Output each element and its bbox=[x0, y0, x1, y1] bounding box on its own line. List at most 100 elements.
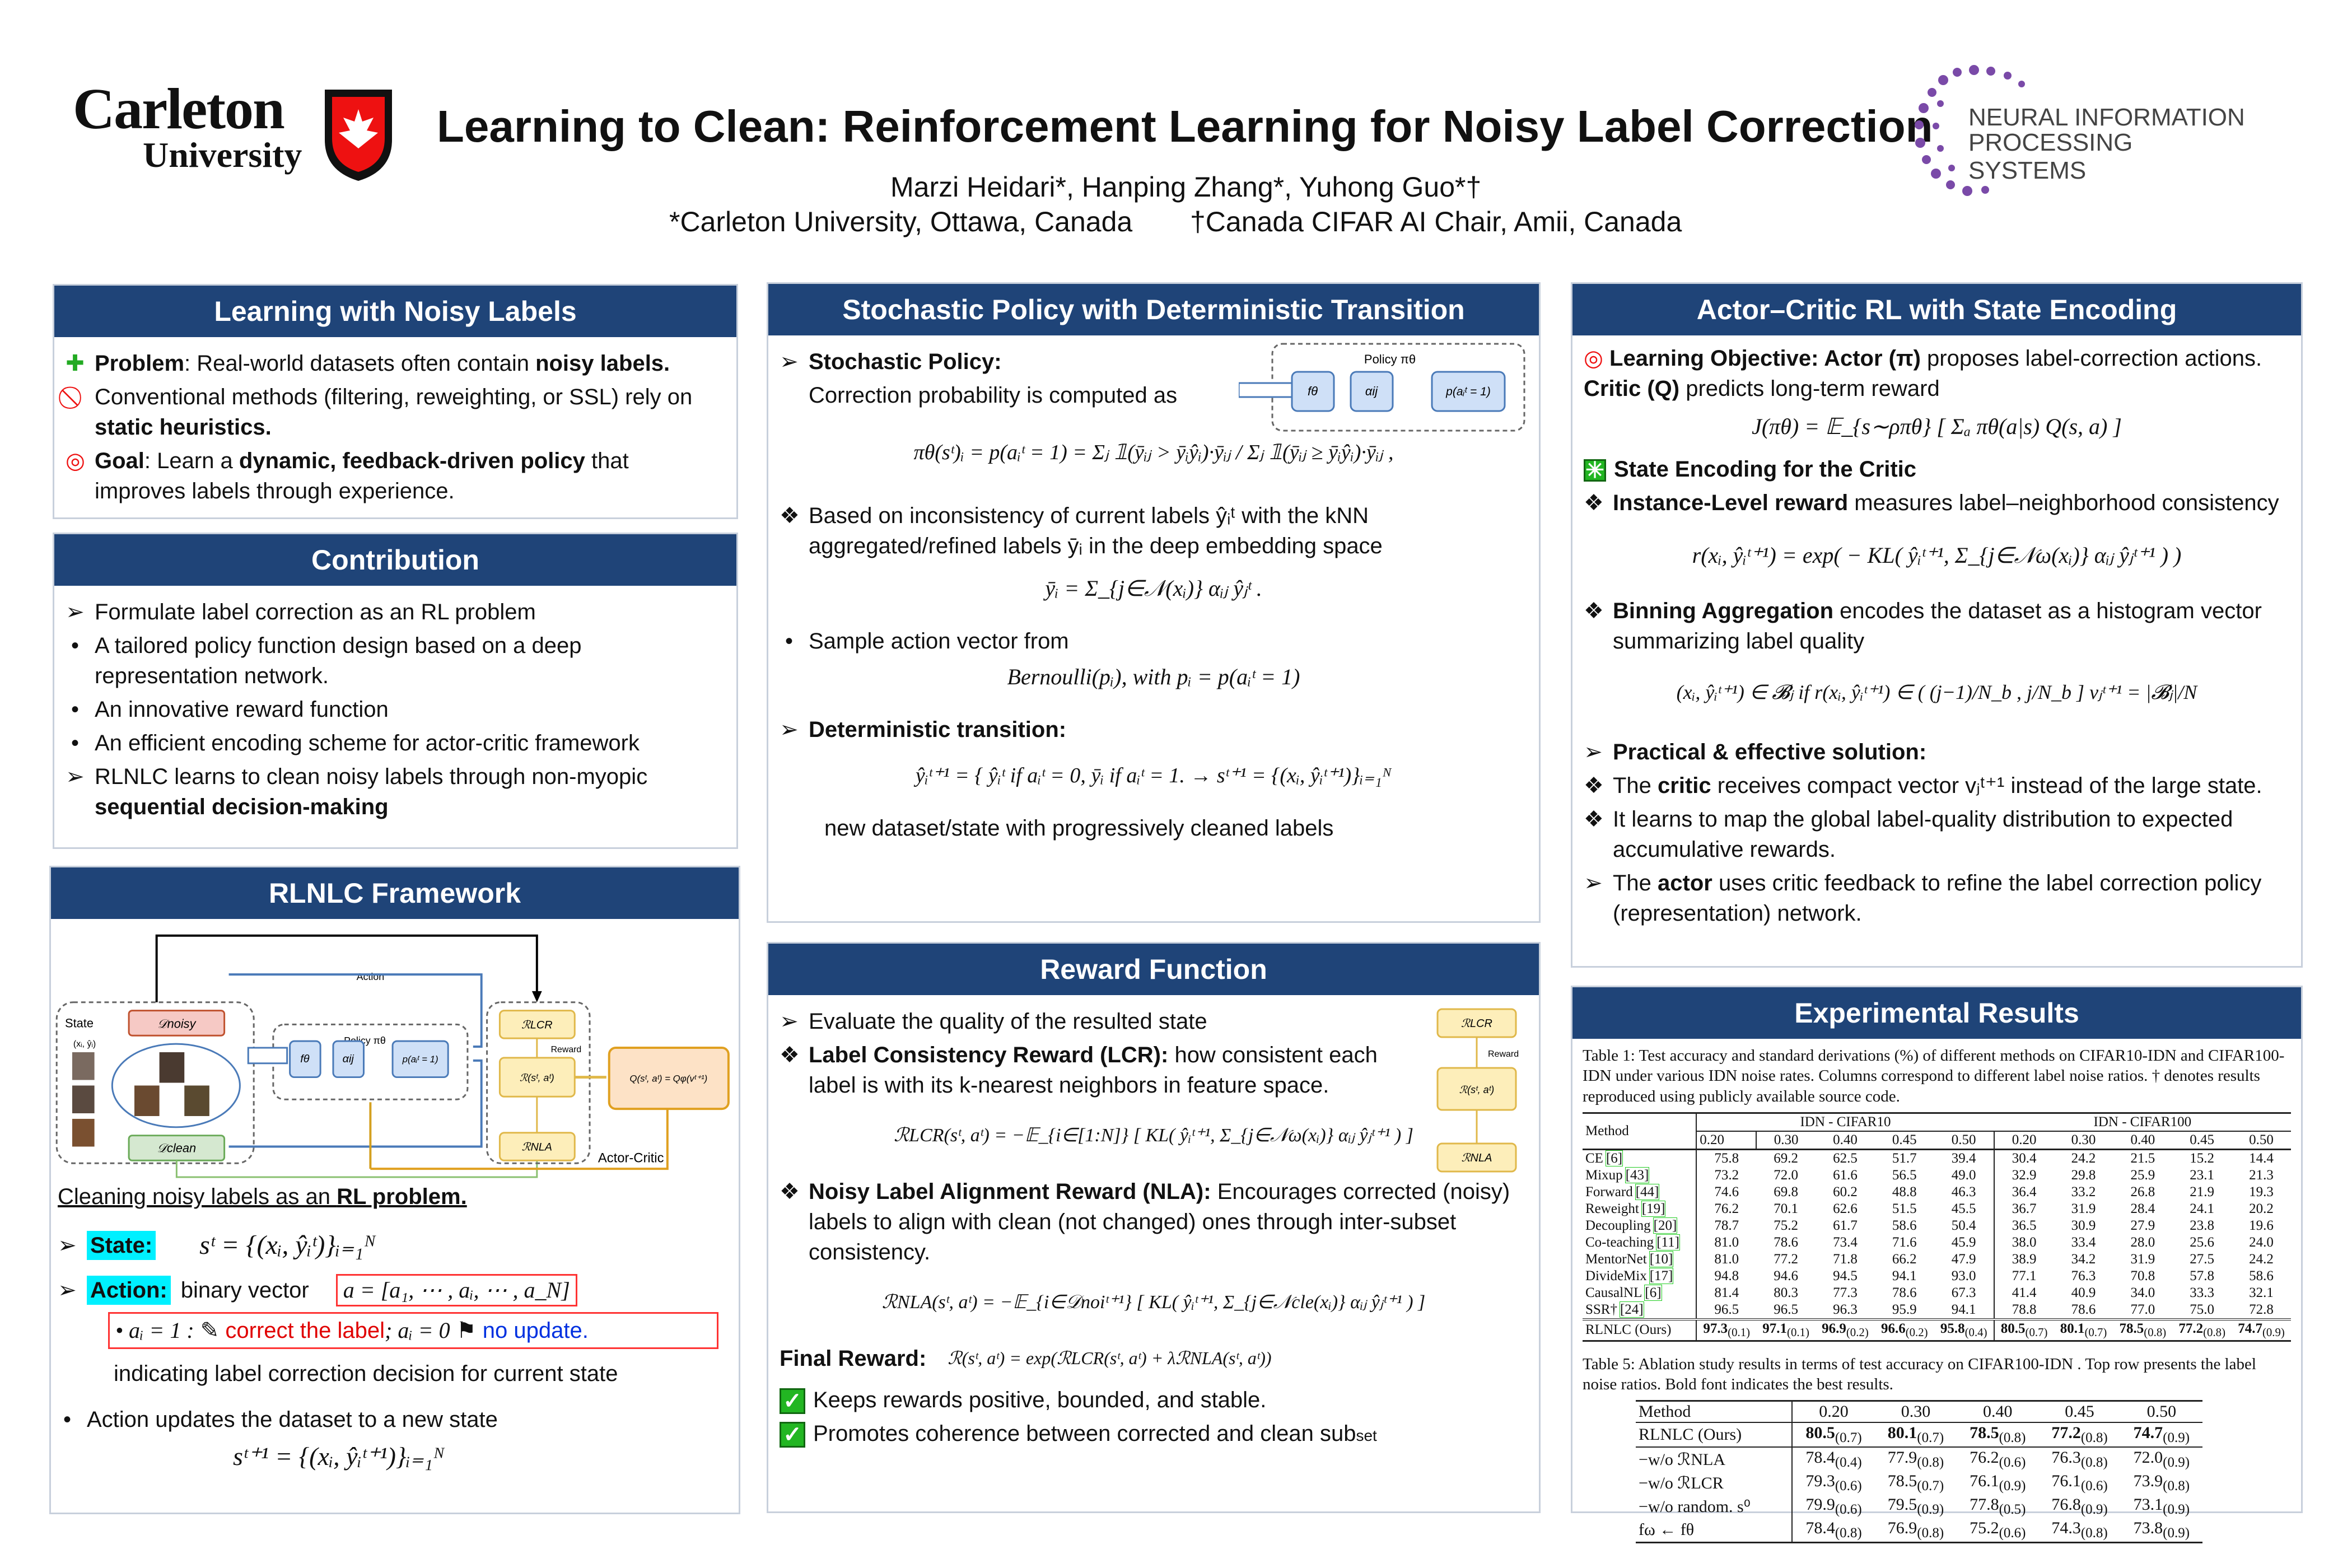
citation-link[interactable]: [19] bbox=[1641, 1200, 1666, 1217]
table-row-ours: RLNLC (Ours)97.3(0.1)97.1(0.1)96.9(0.2)9… bbox=[1583, 1319, 2291, 1341]
check-item: ✓Keeps rewards positive, bounded, and st… bbox=[780, 1385, 1528, 1415]
table5-column-header: 0.50 bbox=[2146, 1402, 2177, 1421]
citation-link[interactable]: [24] bbox=[1619, 1301, 1644, 1318]
value-cell: 75.2 bbox=[1774, 1217, 1798, 1233]
method-cell: MentorNet[10] bbox=[1583, 1250, 1697, 1268]
value-cell: 58.6 bbox=[1892, 1217, 1917, 1233]
std: (0.4) bbox=[1964, 1325, 1987, 1339]
value: 96.9 bbox=[1822, 1320, 1846, 1336]
panel-title: Reward Function bbox=[768, 944, 1539, 995]
carleton-logo: Carleton University bbox=[73, 77, 403, 193]
panel-reward: Reward Function ℛLCR Reward ℛ(sᵗ, aᵗ) ℛN… bbox=[767, 942, 1541, 1513]
r-nla-label: ℛNLA bbox=[522, 1141, 552, 1153]
check-item: ✓Promotes coherence between corrected an… bbox=[780, 1418, 1528, 1449]
citation-link[interactable]: [11] bbox=[1656, 1234, 1680, 1250]
input-arrow bbox=[247, 1047, 288, 1065]
value-cell: 94.5 bbox=[1833, 1268, 1858, 1284]
contribution-item: RLNLC learns to clean noisy labels throu… bbox=[95, 764, 648, 819]
std: (0.9) bbox=[2163, 1502, 2190, 1518]
method-cell: DivideMix[17] bbox=[1583, 1267, 1697, 1285]
std: (0.8) bbox=[2144, 1325, 2167, 1339]
value: 78.4 bbox=[1805, 1448, 1835, 1467]
panel-results: Experimental Results Table 1: Test accur… bbox=[1571, 986, 2303, 1544]
value: 73.1 bbox=[2133, 1495, 2163, 1514]
indicating-text: indicating label correction decision for… bbox=[114, 1361, 618, 1387]
stochastic-policy-heading: Stochastic Policy: bbox=[809, 349, 1002, 374]
std: (0.8) bbox=[1917, 1525, 1944, 1541]
action-text: binary vector bbox=[180, 1278, 309, 1303]
f-theta-label: fθ bbox=[1308, 384, 1318, 398]
actor-text: The actor uses critic feedback to refine… bbox=[1613, 870, 2262, 926]
citation-link[interactable]: [6] bbox=[1605, 1150, 1623, 1166]
value-cell: 81.0 bbox=[1714, 1251, 1739, 1267]
value: 75.2 bbox=[1970, 1519, 1999, 1538]
citation-link[interactable]: [17] bbox=[1649, 1267, 1674, 1284]
reward-label: Reward bbox=[551, 1045, 582, 1054]
probability-label: p(aᵢᵗ = 1) bbox=[1445, 385, 1491, 398]
panel-title: Experimental Results bbox=[1572, 987, 2301, 1039]
logo-carleton-text: Carleton bbox=[73, 77, 285, 141]
value: 76.8 bbox=[2051, 1495, 2081, 1514]
table1-column-header: 0.20 bbox=[1696, 1131, 1757, 1150]
value: 78.4 bbox=[1805, 1519, 1835, 1538]
method-name: Decoupling bbox=[1585, 1217, 1651, 1233]
neurips-dots-icon bbox=[1915, 65, 2025, 196]
reward-label: Reward bbox=[1488, 1049, 1519, 1059]
value-cell: 30.4 bbox=[1993, 1149, 2054, 1167]
table1-column-header: 0.20 bbox=[1993, 1131, 2054, 1150]
value: 97.1 bbox=[1762, 1320, 1788, 1336]
table5-column-header: 0.20 bbox=[1819, 1402, 1849, 1421]
action-arrow bbox=[228, 973, 483, 1048]
citation-link[interactable]: [6] bbox=[1644, 1284, 1662, 1301]
value-cell: 36.5 bbox=[1993, 1217, 2054, 1234]
bullet-icon: • bbox=[71, 731, 79, 755]
value-cell: 80.5(0.7) bbox=[1993, 1319, 2054, 1341]
diamond-bullet-icon: ❖ bbox=[780, 1043, 800, 1067]
value-cell: 93.0 bbox=[1951, 1268, 1976, 1284]
value-cell: 74.3(0.8) bbox=[2038, 1518, 2120, 1543]
value-cell: 78.8 bbox=[1993, 1301, 2054, 1319]
final-reward-equation: ℛ(sᵗ, aᵗ) = exp(ℛLCR(sᵗ, aᵗ) + λℛNLA(sᵗ,… bbox=[948, 1348, 1272, 1369]
sample-image bbox=[72, 1118, 95, 1147]
panel-contribution: Contribution ➢Formulate label correction… bbox=[53, 533, 738, 849]
checkbox-icon: ✓ bbox=[780, 1422, 805, 1448]
neighbor-image bbox=[159, 1052, 185, 1083]
citation-link[interactable]: [43] bbox=[1625, 1166, 1650, 1183]
value: 79.9 bbox=[1805, 1495, 1835, 1514]
citation-link[interactable]: [20] bbox=[1653, 1217, 1678, 1234]
value-cell: 32.9 bbox=[1993, 1166, 2054, 1184]
objective-text: ◎ Learning Objective: Actor (π) proposes… bbox=[1584, 346, 2262, 401]
value-cell: 78.4(0.8) bbox=[1792, 1518, 1875, 1543]
correct-label-text: correct the label bbox=[225, 1318, 385, 1343]
asterisk-icon: ✳ bbox=[1584, 459, 1606, 482]
method-cell: Decoupling[20] bbox=[1583, 1217, 1697, 1234]
method-name: CE bbox=[1585, 1150, 1603, 1166]
method-cell: Co-teaching[11] bbox=[1583, 1234, 1697, 1251]
policy-mini-diagram: Policy πθ fθ αij p(aᵢᵗ = 1) bbox=[1239, 343, 1525, 432]
xy-label: (xᵢ, ŷᵢ) bbox=[73, 1039, 96, 1049]
arrowhead bbox=[531, 991, 542, 1002]
binning-text: Binning Aggregation encodes the dataset … bbox=[1613, 599, 2262, 654]
value-cell: 76.9(0.8) bbox=[1875, 1518, 1957, 1543]
affiliation-2: †Canada CIFAR AI Chair, Amii, Canada bbox=[1190, 206, 1682, 237]
diamond-bullet-icon: ❖ bbox=[1584, 491, 1604, 515]
std: (0.8) bbox=[1917, 1455, 1944, 1471]
panel-title: Stochastic Policy with Deterministic Tra… bbox=[768, 284, 1539, 335]
arrow-bullet-icon: ➢ bbox=[1584, 870, 1603, 895]
affiliation-1: *Carleton University, Ottawa, Canada bbox=[669, 206, 1133, 237]
citation-link[interactable]: [10] bbox=[1649, 1250, 1674, 1267]
citation-link[interactable]: [44] bbox=[1635, 1183, 1660, 1200]
evaluate-text: Evaluate the quality of the resulted sta… bbox=[809, 1009, 1207, 1034]
value-cell: 36.7 bbox=[1993, 1200, 2054, 1217]
state-label: State bbox=[65, 1016, 94, 1030]
value: 80.1 bbox=[2060, 1320, 2085, 1336]
neighbor-image bbox=[184, 1085, 209, 1116]
value-cell: 24.0 bbox=[2249, 1234, 2274, 1250]
